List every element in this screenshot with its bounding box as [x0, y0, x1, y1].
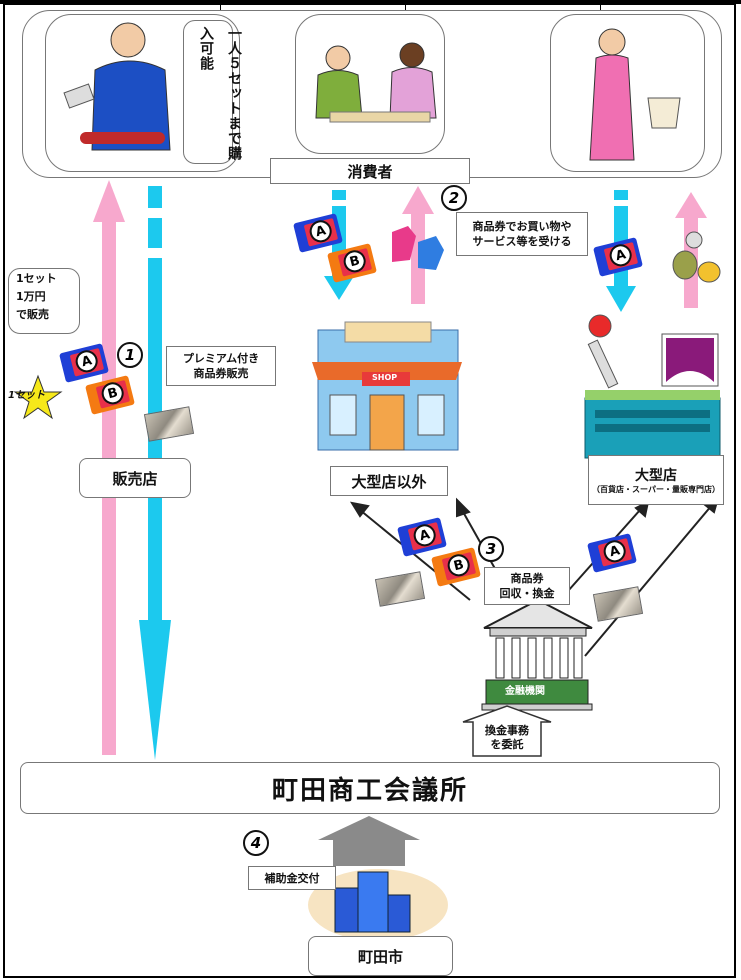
buyer-illustration	[63, 22, 171, 151]
large-store-subtitle: （百貨店・スーパー・量販専門店）	[592, 485, 720, 494]
step-4-badge: 4	[243, 830, 269, 856]
subsidy-arrow	[318, 816, 420, 866]
seller-label: 販売店	[79, 458, 191, 498]
entrust-text: 換金事務 を委託	[484, 724, 530, 752]
set-price-line3: で販売	[16, 308, 49, 321]
clothes-icons	[392, 226, 444, 270]
shopper-illustration	[589, 28, 681, 161]
shopping-line2: サービス等を受ける	[472, 235, 572, 248]
goods-icons	[672, 231, 721, 283]
entrust-line2: を委託	[490, 738, 524, 751]
top-tick	[220, 0, 221, 10]
star-label: 1セット	[8, 390, 45, 401]
city-illustration	[308, 869, 448, 941]
large-store-title: 大型店	[635, 468, 677, 484]
collect-note: 商品券 回収・換金	[484, 567, 570, 605]
shopping-line1: 商品券でお買い物や	[472, 220, 572, 233]
top-tick	[405, 0, 406, 10]
step-1-badge: 1	[117, 342, 143, 368]
diagram-frame	[3, 3, 736, 978]
premium-sale-line2: 商品券販売	[193, 367, 249, 380]
premium-sale-note: プレミアム付き 商品券販売	[166, 346, 276, 386]
star-badge	[13, 374, 63, 420]
top-rule	[0, 0, 741, 4]
large-store-illustration	[584, 314, 721, 459]
set-price-line2: 1万円	[16, 290, 46, 303]
shop-sign: SHOP	[372, 373, 398, 382]
bank-label: 金融機関	[505, 686, 545, 697]
subsidy-note: 補助金交付	[248, 866, 336, 890]
large-store-to-consumer-arrow	[675, 192, 707, 308]
top-tick	[600, 0, 601, 10]
shopping-note: 商品券でお買い物や サービス等を受ける	[456, 212, 588, 256]
bank-illustration	[481, 598, 593, 711]
step-2-badge: 2	[441, 185, 467, 211]
chamber-to-seller-arrow	[139, 186, 171, 760]
consumer-label: 消費者	[270, 158, 470, 184]
purchase-limit-text: 一人５セットまで購入可能	[198, 26, 242, 161]
entrust-line1: 換金事務	[485, 724, 529, 737]
small-store-label: 大型店以外	[330, 466, 448, 496]
set-price-bubble	[8, 268, 80, 334]
entrust-arrow	[462, 705, 552, 757]
collect-line1: 商品券	[510, 572, 544, 585]
step-3-badge: 3	[478, 536, 504, 562]
city-label: 町田市	[308, 936, 453, 976]
collect-line2: 回収・換金	[499, 587, 555, 600]
small-store-illustration	[312, 321, 462, 451]
set-price-line1: 1セット	[16, 272, 57, 285]
diners-illustration	[315, 42, 437, 123]
purchase-limit-bubble	[183, 20, 233, 164]
large-store-label: 大型店 （百貨店・スーパー・量販専門店）	[588, 455, 724, 505]
premium-sale-line1: プレミアム付き	[182, 352, 260, 365]
chamber-label: 町田商工会議所	[20, 762, 720, 814]
